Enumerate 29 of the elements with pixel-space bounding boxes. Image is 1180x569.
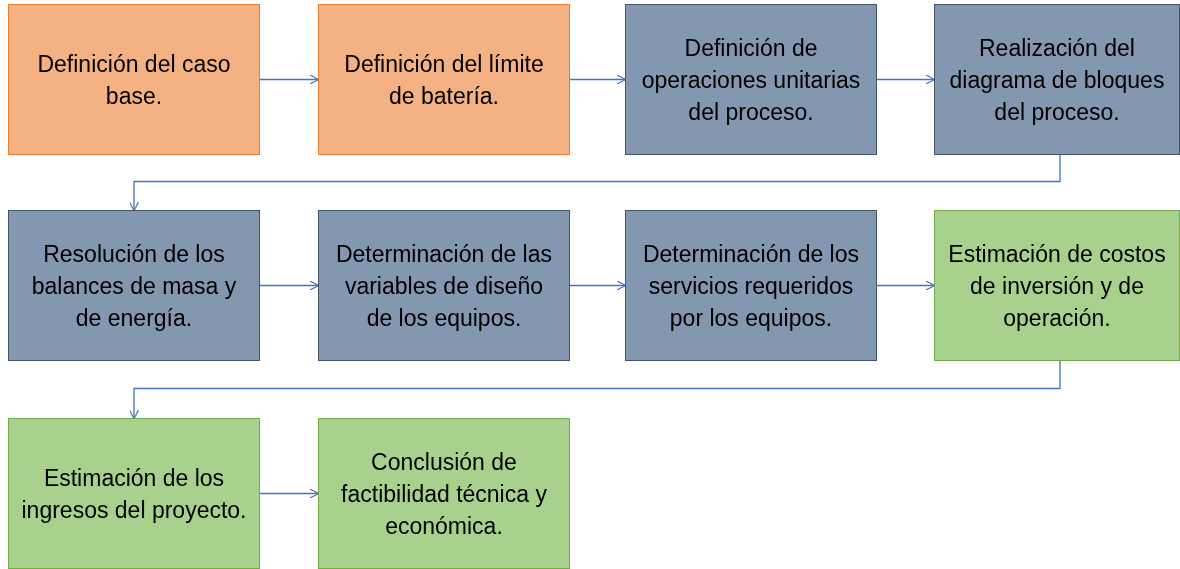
step-text: Resolución de los balances de masa y de energía. [30,239,238,333]
process-box [318,210,570,361]
step-text: Estimación de costos de inversión y de operación. [947,239,1167,333]
step-text: Determinación de las variables de diseño de los equipos. [334,239,554,333]
arrow [259,488,320,499]
step-text: Realización del diagrama de bloques del proceso. [948,33,1166,127]
arrow [128,360,1061,420]
arrow [569,280,627,291]
step-text: Definición del caso base. [36,49,232,111]
process-box [934,210,1180,361]
step-text: Estimación de los ingresos del proyecto. [20,463,248,525]
process-box [934,4,1180,155]
arrow [569,74,627,85]
process-box [625,210,877,361]
step-text: Conclusión de factibilidad técnica y económica. [340,447,548,541]
arrow [259,74,320,85]
step-text: Definición de operaciones unitarias del proceso. [640,33,862,127]
arrow [259,280,320,291]
step-text: Definición del límite de batería. [343,49,545,111]
process-box [625,4,877,155]
arrow [876,74,936,85]
process-box [8,418,260,569]
step-text: Determinación de los servicios requeridos por los equipos. [641,239,861,333]
process-box [318,418,570,569]
process-box [8,210,260,361]
process-box [8,4,260,155]
process-box [318,4,570,155]
arrow [128,154,1061,212]
arrow [876,280,936,291]
